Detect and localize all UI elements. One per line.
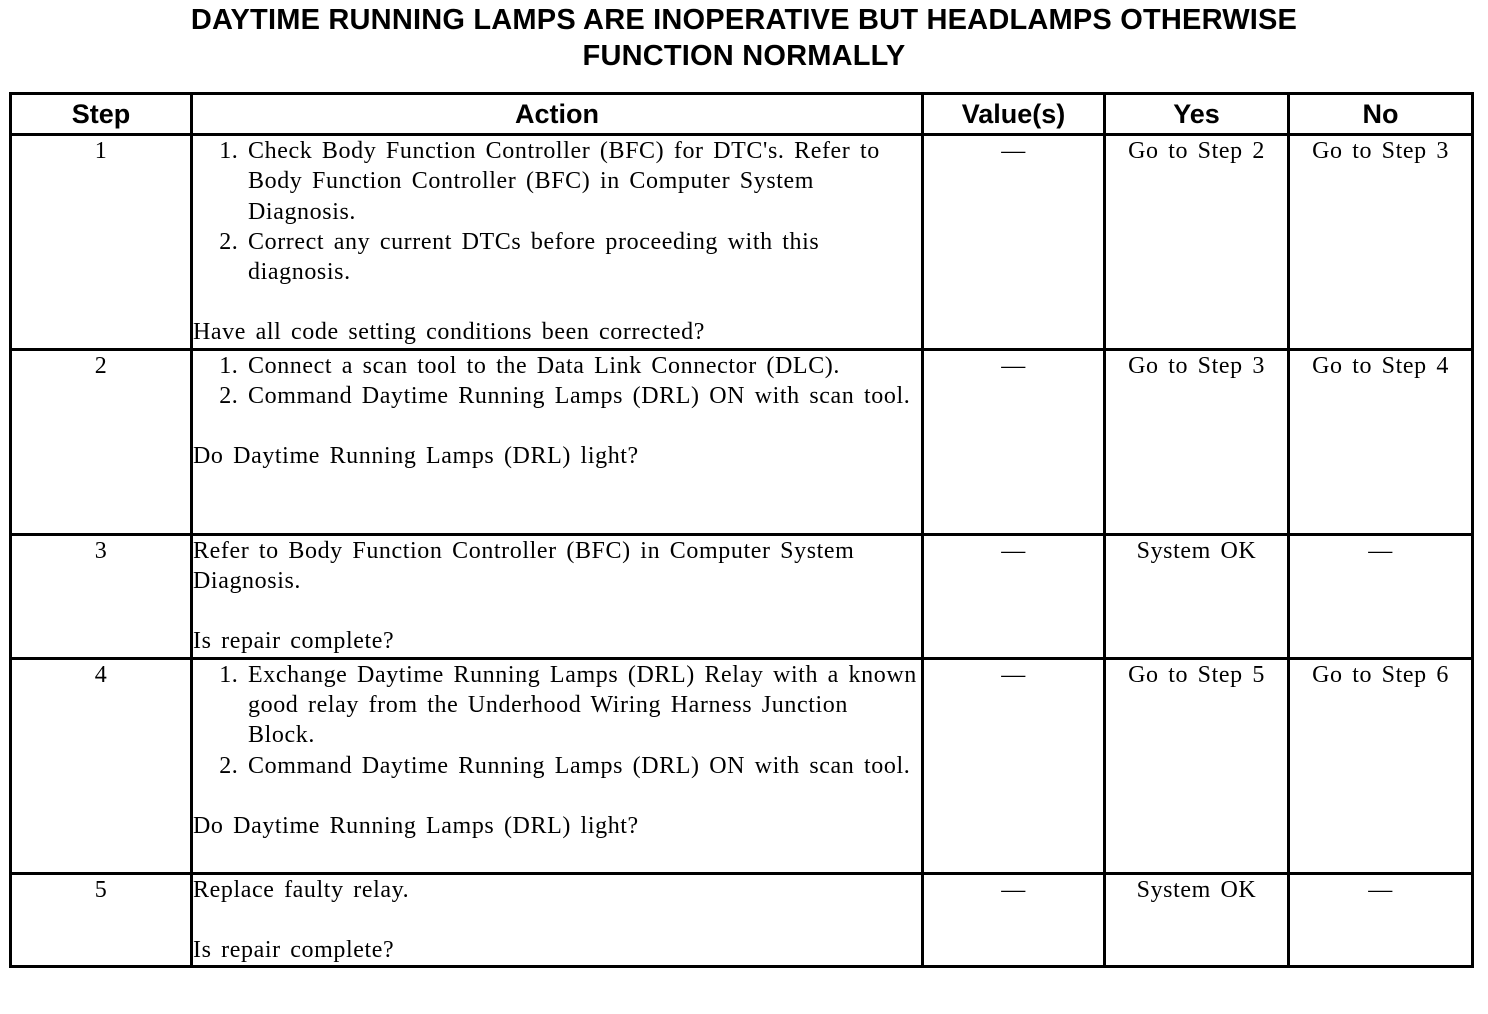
header-no: No — [1287, 92, 1474, 136]
header-values: Value(s) — [921, 92, 1106, 136]
no-cell: Go to Step 3 — [1287, 133, 1474, 351]
no-cell: Go to Step 4 — [1287, 347, 1474, 536]
header-action: Action — [190, 92, 924, 136]
title-line-2: FUNCTION NORMALLY — [582, 40, 906, 72]
value-cell: — — [921, 133, 1106, 351]
action-text: Replace faulty relay. — [193, 876, 410, 903]
action-list: Exchange Daytime Running Lamps (DRL) Rel… — [193, 660, 921, 781]
yes-cell: Go to Step 5 — [1103, 656, 1290, 875]
action-cell: Connect a scan tool to the Data Link Con… — [190, 347, 924, 536]
action-list: Check Body Function Controller (BFC) for… — [193, 136, 921, 287]
action-question: Is repair complete? — [193, 628, 395, 655]
step-number: 2 — [9, 347, 193, 536]
action-text: Refer to Body Function Controller (BFC) … — [193, 537, 855, 595]
table-header-row: Step Action Value(s) Yes No — [9, 92, 1474, 136]
value-cell: — — [921, 656, 1106, 875]
step-number: 3 — [9, 532, 193, 660]
action-question: Is repair complete? — [193, 937, 395, 964]
action-question: Have all code setting conditions been co… — [193, 319, 705, 346]
value-cell: — — [921, 347, 1106, 536]
action-item: Check Body Function Controller (BFC) for… — [248, 136, 921, 227]
action-cell: Exchange Daytime Running Lamps (DRL) Rel… — [190, 656, 924, 875]
table-row: 4 Exchange Daytime Running Lamps (DRL) R… — [9, 656, 1474, 875]
action-item: Connect a scan tool to the Data Link Con… — [248, 351, 921, 381]
page-title: DAYTIME RUNNING LAMPS ARE INOPERATIVE BU… — [0, 2, 1488, 74]
action-cell: Refer to Body Function Controller (BFC) … — [190, 532, 924, 660]
no-cell: Go to Step 6 — [1287, 656, 1474, 875]
table-row: 5 Replace faulty relay. Is repair comple… — [9, 871, 1474, 969]
yes-cell: Go to Step 3 — [1103, 347, 1290, 536]
step-number: 4 — [9, 656, 193, 875]
yes-cell: Go to Step 2 — [1103, 133, 1290, 351]
table-row: 1 Check Body Function Controller (BFC) f… — [9, 133, 1474, 351]
step-number: 5 — [9, 871, 193, 969]
action-cell: Replace faulty relay. Is repair complete… — [190, 871, 924, 969]
value-cell: — — [921, 871, 1106, 969]
action-item: Command Daytime Running Lamps (DRL) ON w… — [248, 381, 921, 411]
action-cell: Check Body Function Controller (BFC) for… — [190, 133, 924, 351]
no-cell: — — [1287, 532, 1474, 660]
header-yes: Yes — [1103, 92, 1290, 136]
action-item: Command Daytime Running Lamps (DRL) ON w… — [248, 751, 921, 781]
yes-cell: System OK — [1103, 532, 1290, 660]
yes-cell: System OK — [1103, 871, 1290, 969]
action-question: Do Daytime Running Lamps (DRL) light? — [193, 443, 639, 470]
diagnostic-table: Step Action Value(s) Yes No 1 Check Body… — [9, 92, 1474, 969]
action-item: Exchange Daytime Running Lamps (DRL) Rel… — [248, 660, 921, 751]
table-row: 3 Refer to Body Function Controller (BFC… — [9, 532, 1474, 660]
action-question: Do Daytime Running Lamps (DRL) light? — [193, 812, 639, 839]
header-step: Step — [9, 92, 193, 136]
step-number: 1 — [9, 133, 193, 351]
action-item: Correct any current DTCs before proceedi… — [248, 227, 921, 288]
action-list: Connect a scan tool to the Data Link Con… — [193, 351, 921, 412]
table-row: 2 Connect a scan tool to the Data Link C… — [9, 347, 1474, 536]
no-cell: — — [1287, 871, 1474, 969]
value-cell: — — [921, 532, 1106, 660]
title-line-1: DAYTIME RUNNING LAMPS ARE INOPERATIVE BU… — [190, 4, 1298, 36]
